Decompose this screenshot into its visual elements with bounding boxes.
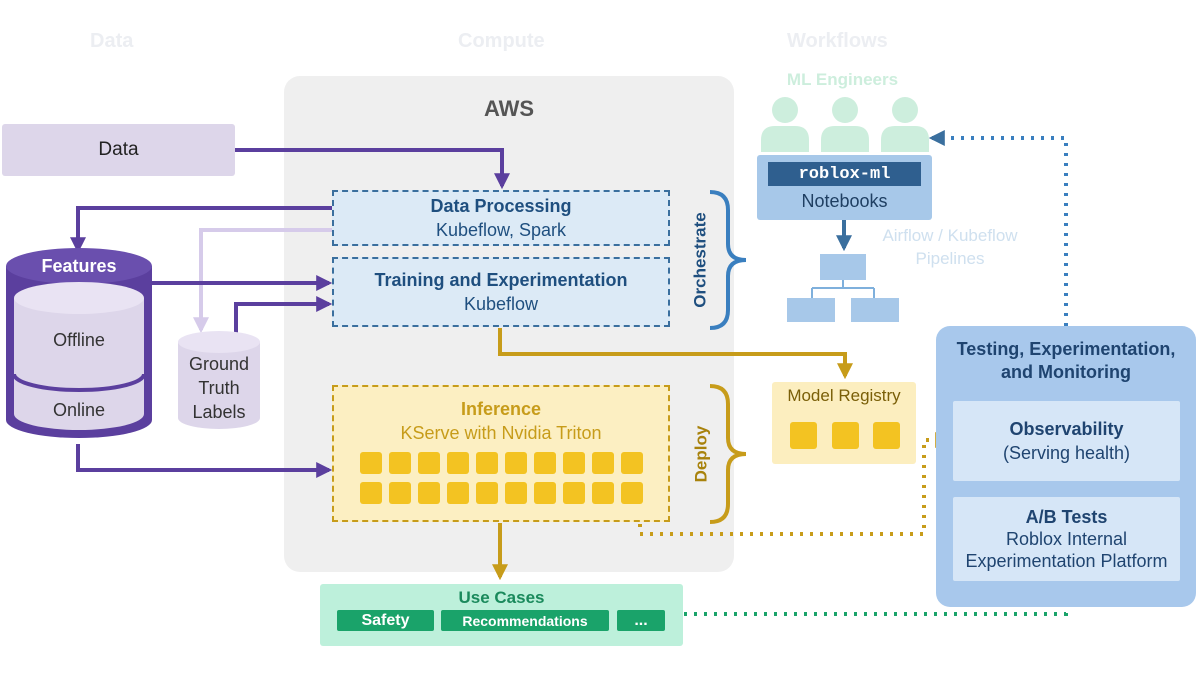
features-title: Features — [41, 256, 117, 276]
ground-truth-line1: Ground — [188, 354, 250, 374]
model-block — [447, 452, 469, 474]
model-block — [621, 482, 643, 504]
roblox-ml-code: roblox-ml — [768, 162, 921, 186]
data-source-label: Data — [98, 139, 139, 160]
data-source-box: Data — [2, 124, 235, 176]
model-block — [476, 452, 498, 474]
person-icon — [761, 97, 809, 152]
training-box: Training and Experimentation Kubeflow — [332, 257, 670, 327]
model-block — [505, 452, 527, 474]
inference-title: Inference — [460, 399, 542, 419]
model-registry-blocks — [790, 422, 900, 449]
ml-engineers-person-icons — [761, 97, 929, 152]
model-block — [360, 452, 382, 474]
observability-sub: (Serving health) — [1002, 442, 1131, 463]
model-block — [447, 482, 469, 504]
pipelines-label: Airflow / Kubeflow Pipelines — [850, 224, 1050, 270]
use-cases-title: Use Cases — [458, 588, 545, 607]
testing-title-line2: and Monitoring — [1001, 362, 1131, 382]
testing-title-line1: Testing, Experimentation, — [956, 339, 1176, 359]
model-block — [418, 482, 440, 504]
use-case-more: ... — [617, 610, 665, 631]
model-block — [534, 452, 556, 474]
use-case-safety: Safety — [337, 610, 434, 631]
model-block — [505, 482, 527, 504]
deploy-brace — [709, 384, 747, 524]
features-offline-label: Offline — [53, 330, 105, 350]
ground-truth-line2: Truth — [198, 378, 240, 398]
orchestrate-label: Orchestrate — [691, 212, 710, 308]
observability-title: Observability — [1009, 418, 1124, 439]
inference-text: Inference KServe with Nvidia Triton — [332, 399, 670, 444]
pipeline-tree-icon — [787, 254, 899, 322]
inference-model-grid — [360, 452, 644, 504]
ground-truth-line3: Labels — [192, 402, 246, 422]
ab-tests-line1: Roblox Internal — [1005, 528, 1128, 549]
model-block — [563, 452, 585, 474]
features-online-label: Online — [52, 400, 106, 420]
orchestrate-label-wrap: Orchestrate — [641, 212, 761, 307]
person-icon — [881, 97, 929, 152]
observability-box: Observability (Serving health) — [953, 401, 1180, 481]
column-header-compute: Compute — [458, 30, 545, 52]
pipelines-line2: Pipelines — [915, 249, 985, 268]
notebooks-label: Notebooks — [801, 191, 888, 211]
training-title: Training and Experimentation — [374, 269, 628, 290]
inference-sub: KServe with Nvidia Triton — [400, 423, 602, 443]
model-registry-title: Model Registry — [787, 386, 901, 405]
data-processing-sub: Kubeflow, Spark — [435, 219, 567, 240]
column-header-data: Data — [90, 30, 134, 52]
registry-model-block — [873, 422, 900, 449]
training-sub: Kubeflow — [463, 293, 539, 314]
model-block — [389, 452, 411, 474]
model-block — [592, 452, 614, 474]
deploy-label-wrap: Deploy — [641, 426, 761, 483]
model-block — [389, 482, 411, 504]
features-cylinder — [6, 248, 152, 438]
registry-model-block — [790, 422, 817, 449]
ground-truth-label: Ground Truth Labels — [176, 352, 262, 424]
model-block — [476, 482, 498, 504]
ab-tests-line2: Experimentation Platform — [965, 550, 1168, 571]
model-block — [592, 482, 614, 504]
model-block — [360, 482, 382, 504]
orchestrate-brace — [709, 190, 747, 330]
ab-tests-box: A/B Tests Roblox Internal Experimentatio… — [953, 497, 1180, 581]
testing-title: Testing, Experimentation, and Monitoring — [936, 338, 1196, 384]
model-block — [621, 452, 643, 474]
model-block — [563, 482, 585, 504]
pipelines-line1: Airflow / Kubeflow — [882, 226, 1018, 245]
model-block — [418, 452, 440, 474]
column-header-workflows: Workflows — [787, 30, 888, 52]
model-block — [534, 482, 556, 504]
data-processing-box: Data Processing Kubeflow, Spark — [332, 190, 670, 246]
deploy-label: Deploy — [691, 425, 710, 483]
registry-model-block — [831, 422, 859, 449]
person-icon — [821, 97, 869, 152]
data-processing-title: Data Processing — [430, 195, 572, 216]
ab-tests-title: A/B Tests — [1025, 506, 1108, 527]
use-case-recommendations: Recommendations — [441, 610, 609, 631]
ground-truth-cylinder — [178, 331, 260, 429]
aws-title: AWS — [483, 96, 535, 121]
ml-engineers-title: ML Engineers — [786, 70, 899, 89]
